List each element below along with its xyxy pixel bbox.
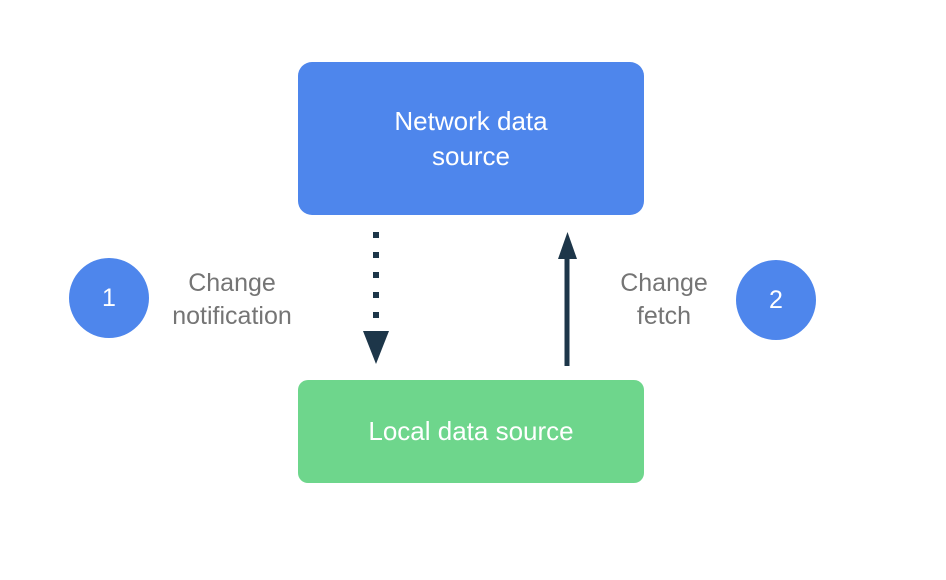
step-2-badge: 2	[736, 260, 816, 340]
step-1-number: 1	[102, 283, 116, 312]
change-fetch-arrow	[558, 232, 577, 366]
step-1-badge: 1	[69, 258, 149, 338]
change-notification-label: Change notification	[172, 269, 292, 330]
network-data-source-node: Network data source	[298, 62, 644, 215]
local-data-source-label: Local data source	[368, 416, 574, 446]
change-fetch-label: Change fetch	[620, 269, 708, 330]
arrowhead-down-icon	[363, 331, 389, 364]
change-notification-arrow	[363, 232, 389, 364]
arrowhead-up-icon	[558, 232, 577, 259]
step-2-number: 2	[769, 285, 783, 314]
network-data-source-label: Network data source	[394, 105, 548, 171]
local-data-source-node: Local data source	[298, 380, 644, 483]
